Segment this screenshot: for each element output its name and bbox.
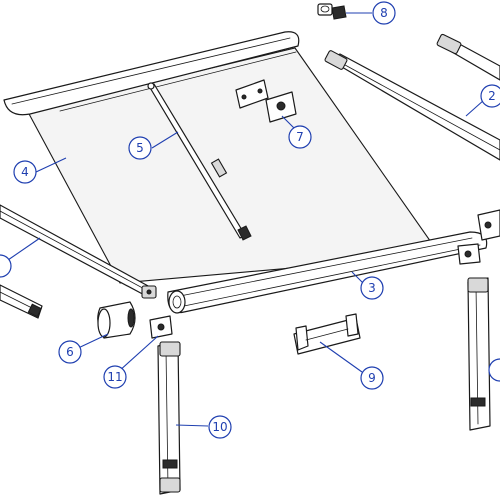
rail-clamp [293,313,361,355]
lower-left-arm [0,284,43,319]
end-fitting [317,3,347,20]
svg-text:7: 7 [296,130,304,144]
centre-support-pole [147,82,252,241]
callout-2: 2 [480,84,500,108]
svg-text:6: 6 [66,345,74,359]
svg-text:2: 2 [488,89,496,103]
callout-6: 6 [58,340,82,364]
callout-8: 8 [372,1,396,25]
upper-right-arm [436,33,500,81]
callout-10: 10 [208,415,232,439]
callout-11: 11 [103,365,127,389]
motor-end-cap [97,301,136,339]
leader-lines [7,12,485,427]
callout-3: 3 [360,276,384,300]
callout-4: 4 [13,160,37,184]
callout-partial-left [0,254,12,278]
mounting-bracket [235,79,297,123]
lower-bracket [149,315,173,339]
svg-text:10: 10 [212,420,227,434]
right-support-leg [467,277,491,431]
svg-text:8: 8 [380,6,388,20]
head-rail [3,31,300,116]
svg-text:11: 11 [107,370,122,384]
right-arm [324,50,500,161]
callout-partial-right [488,358,500,382]
right-end-caps [457,209,500,265]
svg-text:9: 9 [368,371,376,385]
svg-text:3: 3 [368,281,376,295]
svg-text:4: 4 [21,165,29,179]
callout-9: 9 [360,366,384,390]
svg-text:5: 5 [136,141,144,155]
front-roller-bar [167,231,488,314]
callout-7: 7 [288,125,312,149]
support-leg [157,341,181,495]
callout-5: 5 [128,136,152,160]
left-arm [0,204,157,299]
